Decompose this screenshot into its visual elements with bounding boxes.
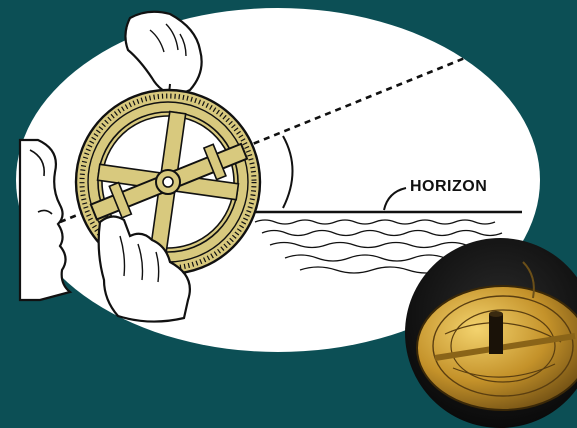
horizon-label: HORIZON [410, 178, 487, 196]
